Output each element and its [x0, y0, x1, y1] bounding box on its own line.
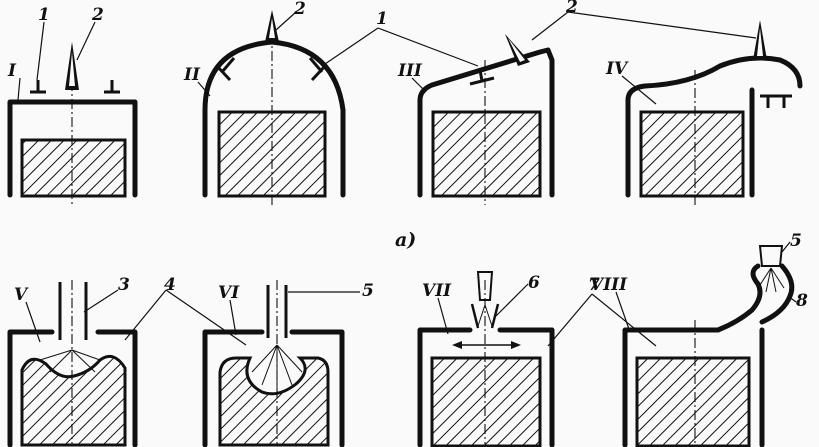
chamber-III [417, 34, 555, 205]
chamber-VIII [622, 245, 795, 447]
label-part-3: 3 [118, 275, 130, 295]
label-part-2-chamber-II: 2 [293, 0, 306, 19]
label-part-6: 6 [528, 273, 540, 293]
label-part-2-row1-left: 2 [91, 5, 104, 25]
label-chamber-V: V [14, 285, 29, 305]
label-part-5-chamber-VIII: 5 [790, 231, 802, 251]
label-part-8: 8 [795, 291, 808, 311]
chamber-II [202, 10, 346, 205]
chamber-VI [202, 280, 345, 447]
chamber-VII [417, 271, 555, 447]
label-chamber-I: I [7, 61, 17, 81]
label-chamber-VI: VI [218, 283, 240, 303]
label-part-1-shared: 1 [376, 9, 388, 29]
chamber-IV [625, 20, 803, 205]
label-part-4: 4 [164, 275, 176, 295]
leader-lines [17, 11, 797, 347]
label-part-1-row1-left: 1 [38, 5, 50, 25]
label-chamber-IV: IV [605, 59, 629, 79]
label-chamber-VIII: VIII [590, 275, 628, 295]
label-part-2-shared: 2 [565, 0, 578, 17]
caption-a: а) [395, 229, 416, 251]
label-chamber-VII: VII [422, 281, 452, 301]
chamber-V [7, 280, 138, 447]
label-part-7: 7 [588, 275, 600, 295]
chamber-I [7, 42, 138, 205]
label-chamber-II: II [183, 65, 201, 85]
label-chamber-III: III [397, 61, 423, 81]
label-part-5-chamber-VI: 5 [362, 281, 374, 301]
